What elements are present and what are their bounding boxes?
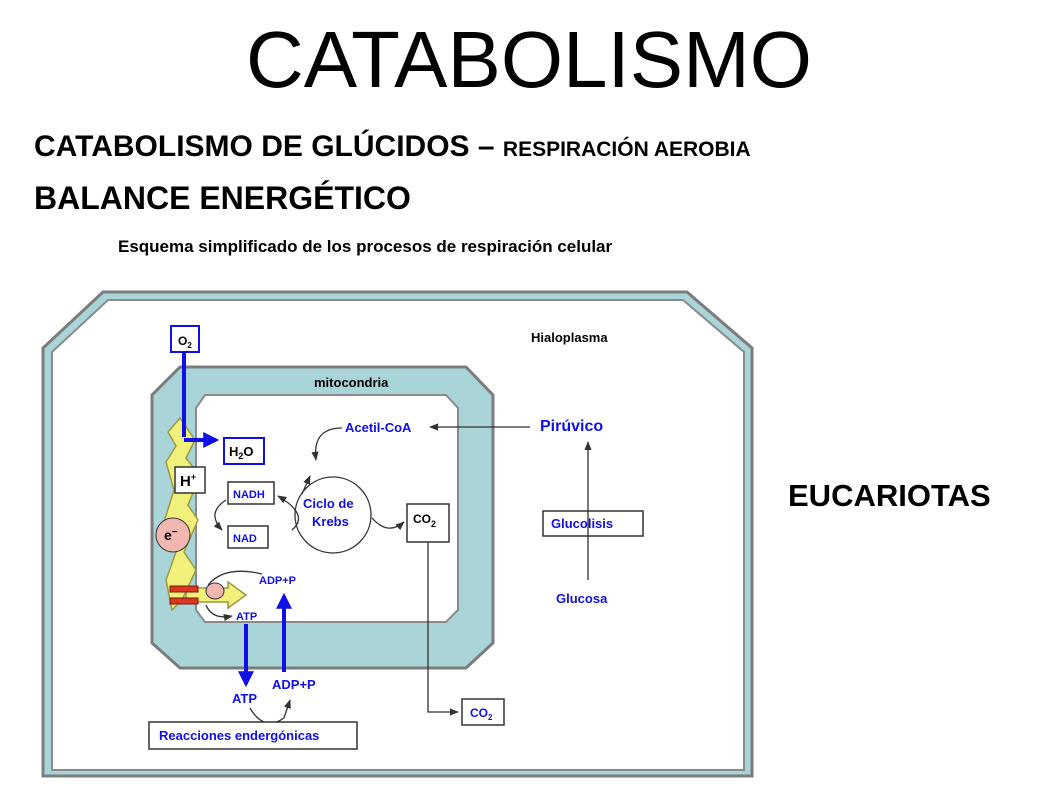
- adp-outer-label: ADP+P: [272, 677, 316, 692]
- co2-out-base: CO: [470, 706, 488, 720]
- nadh-label: NADH: [233, 489, 265, 501]
- krebs-cycle: [294, 476, 372, 554]
- electron-chain-shape: [163, 416, 201, 612]
- subtitle: CATABOLISMO DE GLÚCIDOS – RESPIRACIÓN AE…: [34, 130, 751, 164]
- krebs-label-2: Krebs: [312, 514, 349, 529]
- atp-out-arrow: [205, 604, 233, 622]
- co2-outer-box: [461, 698, 505, 726]
- co2-sub: 2: [431, 519, 436, 529]
- co2-out-sub: 2: [488, 713, 493, 722]
- eminus-text: e−: [164, 527, 178, 543]
- co2-inner-box: [406, 503, 450, 543]
- atp-outer-label: ATP: [232, 691, 257, 706]
- hplus-sup: +: [191, 472, 196, 482]
- atp-synthase-bar-top: [169, 585, 199, 593]
- subtitle-balance: BALANCE ENERGÉTICO: [34, 180, 411, 216]
- eucariotas-label: EUCARIOTAS: [788, 478, 991, 513]
- nadh-cycle-arrow: [213, 499, 227, 531]
- piruvico-label: Pirúvico: [540, 418, 603, 435]
- co2-exit-arrow: [427, 542, 459, 716]
- nad-box: [227, 525, 269, 549]
- acetil-label: Acetil-CoA: [345, 420, 412, 435]
- krebs-to-co2-arrow: [371, 517, 405, 531]
- h2o-text: H2O: [229, 444, 254, 461]
- hplus-base: H: [180, 473, 191, 490]
- glucolisis-box: [542, 510, 644, 537]
- mitocondria-label: mitocondria: [314, 375, 389, 390]
- h2o-a: H: [229, 444, 238, 459]
- krebs-cycle-arrowhead: [301, 475, 311, 495]
- reacciones-box: [148, 721, 358, 750]
- adp-inner-label: ADP+P: [259, 575, 296, 587]
- glucosa-label: Glucosa: [556, 591, 608, 606]
- nadh-box: [227, 481, 275, 505]
- diagram-caption: Esquema simplificado de los procesos de …: [118, 237, 613, 256]
- h2o-sub: 2: [238, 451, 243, 461]
- o2-text: O2: [178, 334, 192, 350]
- atp-synthase-bar-bottom: [169, 597, 199, 605]
- h2o-b: O: [243, 444, 253, 459]
- glucolisis-label: Glucolisis: [551, 516, 613, 531]
- krebs-label-1: Ciclo de: [303, 496, 354, 511]
- electron-circle: [155, 517, 191, 553]
- hplus-text: H+: [180, 472, 196, 490]
- co2-outer-text: CO2: [470, 706, 493, 722]
- adp-in-arrow: [207, 570, 263, 586]
- subtitle-small: RESPIRACIÓN AEROBIA: [502, 138, 751, 161]
- hialoplasma-label: Hialoplasma: [531, 330, 608, 345]
- atp-inner-label: ATP: [236, 611, 257, 623]
- eminus-base: e: [164, 527, 172, 543]
- nad-to-nadh-arrow: [277, 495, 300, 531]
- nad-label: NAD: [233, 533, 257, 545]
- synthase-head: [205, 582, 225, 600]
- acetil-to-krebs-arrow: [311, 427, 343, 461]
- o2-sub: 2: [187, 341, 192, 350]
- o2-base: O: [178, 334, 187, 348]
- h2o-box: [223, 437, 265, 465]
- page-title: CATABOLISMO: [245, 15, 812, 104]
- reacciones-label: Reacciones endergónicas: [159, 728, 319, 743]
- subtitle-main: CATABOLISMO DE GLÚCIDOS –: [34, 130, 503, 163]
- eminus-sup: −: [172, 527, 178, 538]
- co2-inner-text: CO2: [413, 512, 436, 529]
- co2-base: CO: [413, 512, 431, 526]
- hplus-box: [174, 466, 206, 494]
